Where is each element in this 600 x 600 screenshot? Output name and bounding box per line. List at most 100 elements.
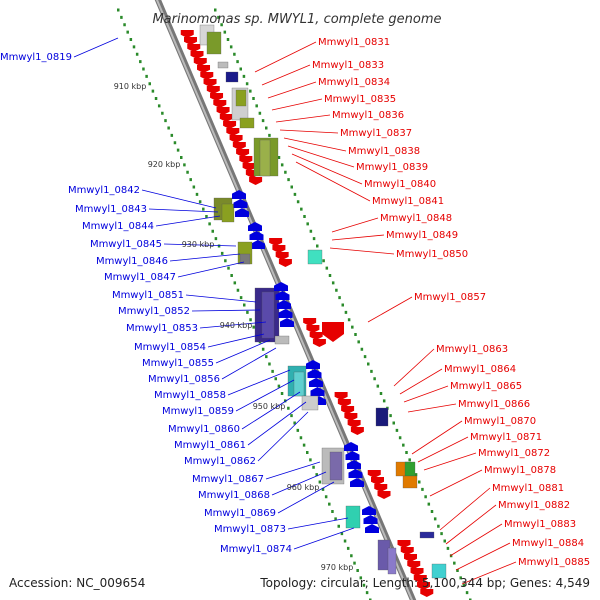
tick-dot [287, 178, 290, 182]
right-gene-label: Mmwyl1_0872 [478, 448, 550, 459]
left-gene-labels: Mmwyl1_0819Mmwyl1_0842Mmwyl1_0843Mmwyl1_… [0, 37, 355, 555]
tick-dot [341, 303, 344, 307]
tick-dot [246, 310, 249, 314]
right-leader-line [287, 145, 355, 168]
right-leader-line [271, 98, 323, 111]
left-leader-line [185, 294, 257, 303]
tick-dot [142, 67, 145, 71]
tick-dot [453, 561, 456, 565]
kbp-label: 930 kbp [182, 240, 215, 249]
left-leader-line [199, 321, 267, 329]
right-gene-label: Mmwyl1_0837 [340, 128, 412, 139]
right-gene-label: Mmwyl1_0833 [312, 60, 384, 71]
tick-dot [157, 104, 161, 108]
tick-dot [261, 119, 265, 123]
right-leader-line [329, 247, 395, 255]
forward-gene-arrow [407, 561, 421, 569]
left-leader-line [215, 339, 271, 364]
right-gene-label: Mmwyl1_0841 [372, 196, 444, 207]
left-gene-label: Mmwyl1_0860 [168, 424, 240, 435]
right-gene-label: Mmwyl1_0881 [492, 483, 564, 494]
tick-dot [321, 487, 325, 491]
reverse-gene-arrow [232, 190, 246, 199]
tick-dot [300, 207, 303, 211]
feature-block [225, 71, 239, 83]
tick-dot [398, 436, 402, 440]
tick-dot [302, 443, 306, 447]
tick-dot [132, 45, 136, 49]
feature-block [419, 531, 435, 539]
tick-dot [427, 502, 431, 506]
tick-dot [459, 576, 462, 580]
reverse-cluster-2 [248, 222, 265, 249]
tick-dot [316, 244, 319, 248]
forward-gene-arrow [278, 259, 292, 267]
outer-left-ticks [117, 8, 372, 600]
tick-dot [271, 369, 274, 373]
tick-dot [430, 510, 434, 513]
left-gene-label: Mmwyl1_0869 [204, 508, 276, 519]
tick-dot [173, 141, 177, 145]
tick-dot [126, 30, 129, 34]
left-leader-line [207, 333, 265, 348]
tick-dot [303, 215, 306, 218]
left-leader-line [241, 391, 301, 430]
tick-dot [268, 133, 271, 137]
kbp-label: 970 kbp [321, 563, 354, 572]
tick-dot [324, 495, 328, 499]
forward-gene-arrow [417, 582, 431, 590]
feature-block [387, 547, 397, 575]
forward-gene-arrow [374, 484, 388, 492]
left-gene-label: Mmwyl1_0868 [198, 490, 270, 501]
forward-gene-arrow [309, 332, 323, 340]
tick-dot [456, 569, 459, 572]
tick-dot [367, 362, 370, 366]
right-leader-line [254, 41, 317, 73]
tick-dot [340, 532, 344, 536]
right-gene-label: Mmwyl1_0835 [324, 94, 396, 105]
left-gene-label: Mmwyl1_0861 [174, 440, 246, 451]
tick-dot [318, 480, 322, 484]
right-gene-label: Mmwyl1_0878 [484, 465, 556, 476]
tick-dot [328, 502, 331, 506]
tick-dot [148, 82, 151, 86]
forward-gene-arrow [312, 339, 326, 347]
tick-dot [258, 111, 262, 115]
tick-dot [414, 473, 418, 477]
tick-dot [306, 451, 309, 454]
kbp-label: 910 kbp [114, 82, 147, 91]
left-gene-label: Mmwyl1_0855 [142, 358, 214, 369]
tick-dot [195, 192, 199, 196]
feature-block [329, 451, 343, 481]
tick-dot [312, 465, 315, 469]
right-leader-line [331, 234, 385, 241]
right-gene-label: Mmwyl1_0849 [386, 230, 458, 241]
tick-dot [469, 598, 472, 600]
tick-dot [325, 266, 329, 270]
left-gene-label: Mmwyl1_0843 [75, 204, 147, 215]
tick-dot [322, 259, 325, 263]
right-leader-line [439, 487, 491, 531]
left-gene-label: Mmwyl1_0856 [148, 374, 220, 385]
forward-gene-arrow [367, 470, 381, 478]
tick-dot [170, 133, 174, 137]
tick-dot [337, 524, 340, 528]
tick-dot [252, 97, 255, 100]
tick-dot [217, 244, 221, 248]
right-gene-label: Mmwyl1_0840 [364, 179, 436, 190]
forward-gene-arrow [269, 238, 283, 246]
reverse-gene-arrow [363, 515, 378, 524]
feature-block [274, 335, 290, 345]
right-leader-line [283, 137, 347, 152]
forward-gene-arrow [239, 156, 253, 164]
reverse-gene-arrow [347, 460, 361, 469]
left-gene-label: Mmwyl1_0844 [82, 221, 154, 232]
right-gene-label: Mmwyl1_0884 [512, 538, 584, 549]
forward-gene-arrow [306, 325, 320, 333]
left-gene-label: Mmwyl1_0819 [0, 52, 72, 63]
tick-dot [354, 333, 357, 336]
tick-dot [356, 569, 359, 572]
tick-dot [389, 414, 392, 418]
left-leader-line [191, 309, 261, 312]
